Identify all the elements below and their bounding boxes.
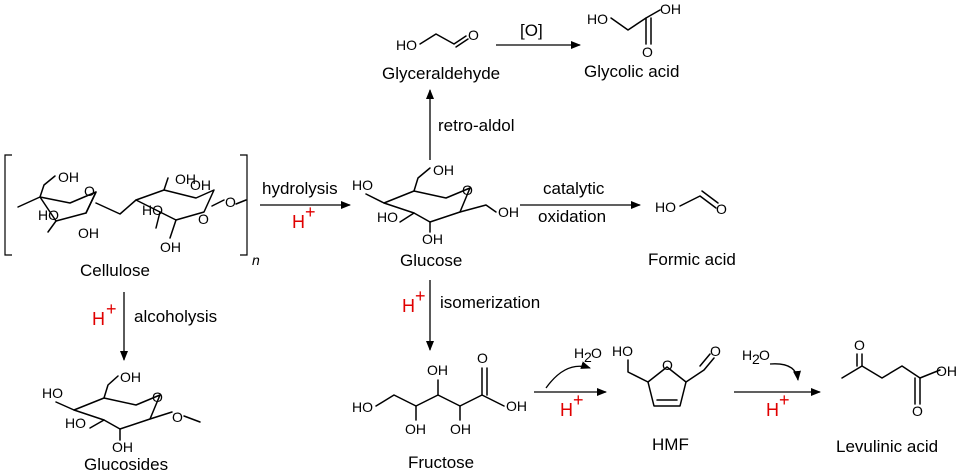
oh-label: OH	[160, 239, 181, 255]
ho-label: HO	[352, 399, 373, 415]
levulinic-acid-structure: O OH O Levulinic acid	[836, 337, 957, 456]
repeat-n: n	[252, 252, 260, 268]
ring-o: O	[662, 357, 673, 373]
alcoholysis-label: alcoholysis	[134, 307, 217, 326]
oh-label: OH	[498, 204, 519, 220]
oxidation-label: oxidation	[538, 207, 606, 226]
ho-label: HO	[42, 385, 63, 401]
ho-label: HO	[38, 207, 59, 223]
acid-label: H	[560, 400, 573, 420]
acid-charge: +	[573, 390, 584, 410]
cellulose-structure: n OH O HO OH OH HO OH OH O O Cellulose	[4, 154, 260, 280]
hmf-label: HMF	[652, 435, 689, 454]
glucosides-label: Glucosides	[84, 455, 168, 472]
water-o: O	[591, 345, 602, 361]
ring-o: O	[152, 389, 163, 405]
glucose-label: Glucose	[400, 251, 462, 270]
ho-label: HO	[587, 11, 608, 27]
glycolic-acid-structure: HO OH O Glycolic acid	[584, 1, 681, 81]
oh-label: OH	[120, 369, 141, 385]
ho-label: HO	[396, 37, 417, 53]
ring-o: O	[84, 183, 95, 199]
acid-charge: +	[305, 202, 316, 222]
oh-label: OH	[112, 439, 133, 455]
catalytic-oxidation-step: catalytic oxidation	[520, 179, 641, 226]
oh-label: OH	[58, 169, 79, 185]
oh-label: OH	[175, 171, 196, 187]
acid-charge: +	[415, 286, 426, 306]
isomerization-label: isomerization	[440, 293, 540, 312]
acid-label: H	[92, 309, 105, 329]
carbonyl-o: O	[477, 350, 488, 366]
oh-label: OH	[78, 225, 99, 241]
acid-label: H	[292, 212, 305, 232]
carbonyl-o: O	[716, 201, 727, 217]
ho-label: HO	[655, 199, 676, 215]
oh-label: OH	[427, 362, 448, 378]
cellulose-label: Cellulose	[80, 261, 150, 280]
formic-acid-structure: HO O Formic acid	[648, 190, 736, 269]
ho-label: HO	[65, 415, 86, 431]
ring-o: O	[172, 409, 183, 425]
hydrolysis-label: hydrolysis	[262, 179, 338, 198]
fructose-structure: HO OH OH OH O OH Fructose	[352, 350, 527, 472]
glycolic-acid-label: Glycolic acid	[584, 62, 679, 81]
oh-label: OH	[660, 1, 681, 17]
isomerization-step: H + isomerization	[402, 280, 540, 351]
water-h: H	[742, 347, 752, 363]
oh-label: OH	[190, 177, 211, 193]
oh-label: OH	[433, 162, 454, 178]
water-o: O	[759, 347, 770, 363]
acid-charge: +	[106, 299, 117, 319]
glucose-structure: OH O HO HO OH OH Glucose	[352, 162, 519, 270]
retro-aldol-label: retro-aldol	[438, 116, 515, 135]
ho-label: HO	[377, 209, 398, 225]
glycosidic-o: O	[225, 194, 236, 210]
oh-label: OH	[405, 421, 426, 437]
acid-label: H	[766, 400, 779, 420]
water-sub: 2	[752, 351, 760, 367]
dehydration-step-1: H 2 O H +	[534, 345, 607, 420]
formic-acid-label: Formic acid	[648, 250, 736, 269]
retro-aldol-step: retro-aldol	[426, 89, 515, 160]
hydrolysis-step: hydrolysis H +	[260, 179, 351, 232]
left-bracket	[4, 154, 12, 256]
alcoholysis-step: H + alcoholysis	[92, 292, 217, 361]
fructose-label: Fructose	[408, 453, 474, 472]
ho-label: HO	[352, 177, 373, 193]
oh-label: OH	[936, 363, 957, 379]
ho-label: HO	[612, 343, 633, 359]
oxidation-step: [O]	[496, 21, 581, 49]
water-sub: 2	[584, 349, 592, 365]
acid-charge: +	[779, 390, 790, 410]
carbonyl-o: O	[468, 27, 479, 43]
water-h: H	[574, 345, 584, 361]
carbonyl-o: O	[912, 403, 923, 419]
ring-o: O	[462, 182, 473, 198]
oh-label: OH	[450, 421, 471, 437]
hydration-step: H 2 O H +	[734, 347, 821, 420]
glyceraldehyde-label: Glyceraldehyde	[382, 64, 500, 83]
levulinic-acid-label: Levulinic acid	[836, 437, 938, 456]
carbonyl-o: O	[642, 44, 653, 60]
ho-label: HO	[142, 202, 163, 218]
hmf-structure: HO O O HMF	[612, 343, 721, 454]
ring-o: O	[198, 211, 209, 227]
oh-label: OH	[422, 231, 443, 247]
glucosides-structure: OH O HO HO OH O Glucosides	[42, 369, 201, 472]
glyceraldehyde-structure: HO O Glyceraldehyde	[382, 27, 500, 83]
catalytic-label: catalytic	[543, 179, 605, 198]
carbonyl-o: O	[710, 343, 721, 359]
acid-label: H	[402, 296, 415, 316]
oxidant-label: [O]	[520, 21, 543, 40]
right-bracket	[240, 154, 248, 256]
oh-label: OH	[506, 398, 527, 414]
carbonyl-o: O	[854, 337, 865, 353]
